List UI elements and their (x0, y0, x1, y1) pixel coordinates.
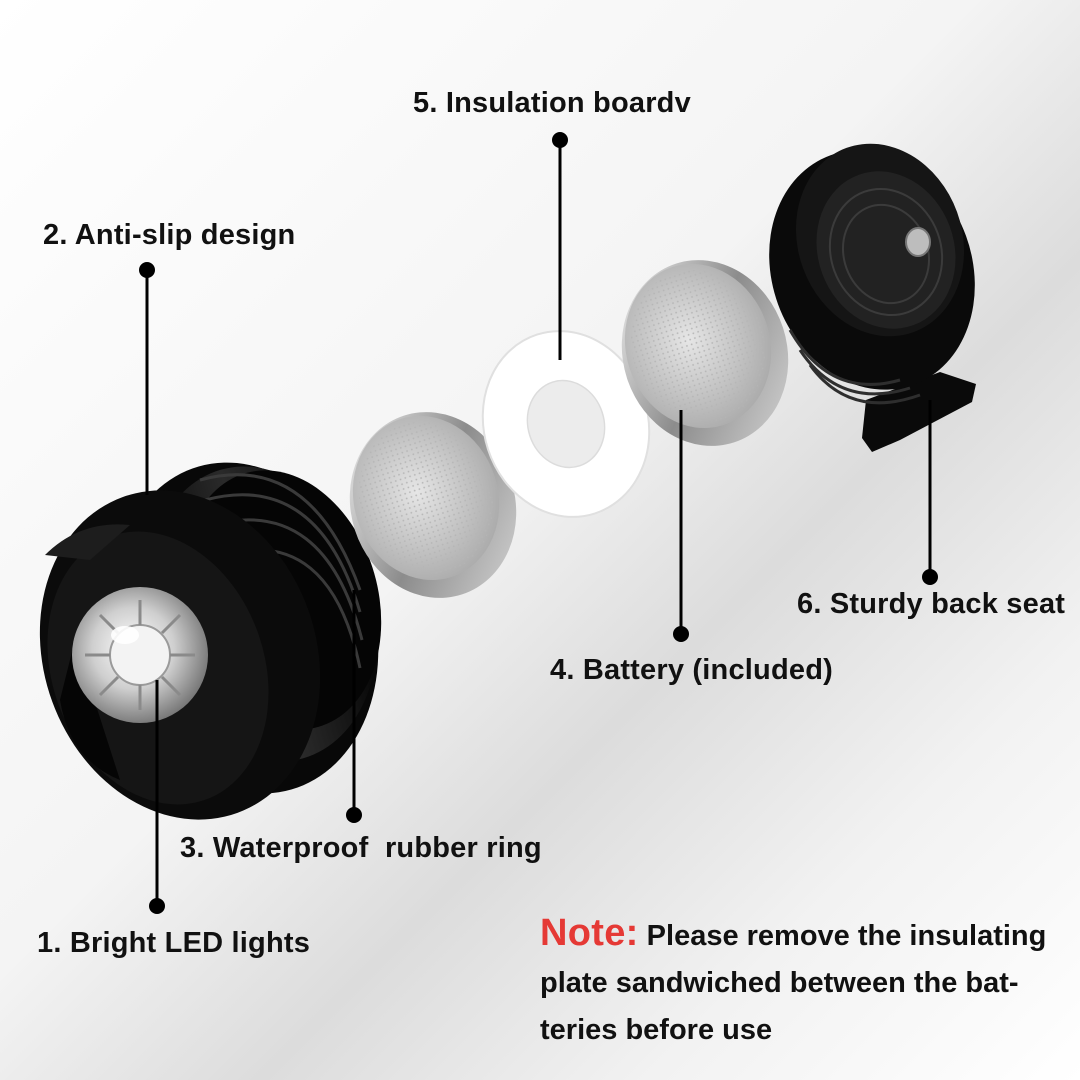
callout-back-seat (922, 400, 938, 585)
label-sturdy-back-seat: 6. Sturdy back seat (797, 588, 1066, 620)
led-light-head-icon (39, 462, 382, 820)
note-first-line: Note: Please remove the insulating (540, 910, 1080, 960)
back-seat-icon (769, 143, 976, 452)
callout-battery (673, 410, 689, 642)
label-battery: 4. Battery (included) (550, 654, 833, 686)
note-block: Note: Please remove the insulating plate… (540, 910, 1080, 1054)
note-text-line1: Please remove the insulating (638, 920, 1047, 952)
battery-icon (349, 412, 517, 598)
callout-anti-slip (139, 262, 155, 495)
callout-rubber-ring (346, 590, 362, 823)
label-bright-led-lights: 1. Bright LED lights (37, 927, 311, 959)
battery-icon (621, 260, 789, 446)
callout-led (149, 680, 165, 914)
note-text-line2: plate sandwiched between the bat- (540, 967, 1019, 999)
callout-insulation (552, 132, 568, 360)
label-insulation-board: 5. Insulation boardv (413, 87, 691, 119)
note-heading: Note: (540, 912, 639, 954)
label-waterproof-rubber-ring: 3. Waterproof rubber ring (180, 832, 542, 864)
note-text-line3: teries before use (540, 1014, 773, 1046)
label-anti-slip-design: 2. Anti-slip design (43, 219, 296, 251)
